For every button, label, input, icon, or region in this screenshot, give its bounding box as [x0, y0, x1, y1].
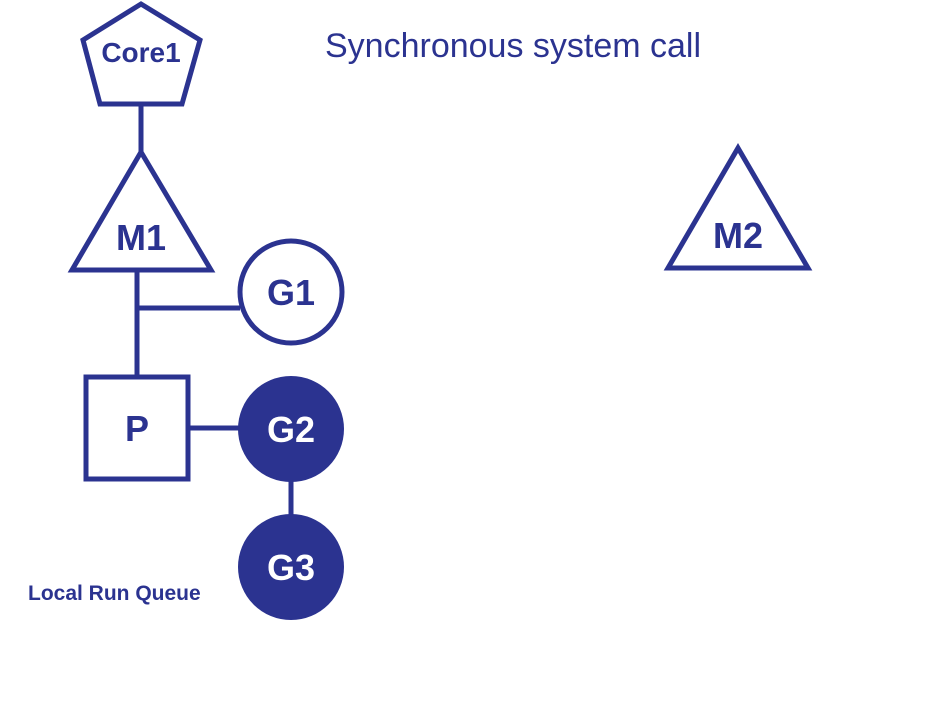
g2-label: G2 — [267, 409, 315, 450]
circle-shape — [238, 376, 344, 482]
square-shape — [83, 374, 191, 482]
m2-label: M2 — [713, 215, 763, 256]
p-node: P — [83, 374, 191, 482]
circle-shape — [237, 238, 345, 346]
m1-node: M1 — [67, 147, 216, 273]
diagram-title: Synchronous system call — [325, 27, 701, 65]
local-run-queue-label: Local Run Queue — [28, 582, 201, 605]
m2-node: M2 — [663, 143, 813, 271]
triangle-shape — [663, 143, 813, 271]
g2-node: G2 — [238, 376, 344, 482]
m1-label: M1 — [116, 217, 166, 258]
circle-shape — [238, 514, 344, 620]
p-label: P — [125, 408, 149, 449]
g3-node: G3 — [238, 514, 344, 620]
pentagon-shape — [80, 1, 203, 107]
triangle-shape — [67, 147, 216, 273]
g1-node: G1 — [237, 238, 345, 346]
g1-label: G1 — [267, 272, 315, 313]
core-label: Core1 — [101, 37, 180, 68]
g3-label: G3 — [267, 547, 315, 588]
core-node: Core1 — [80, 1, 203, 107]
